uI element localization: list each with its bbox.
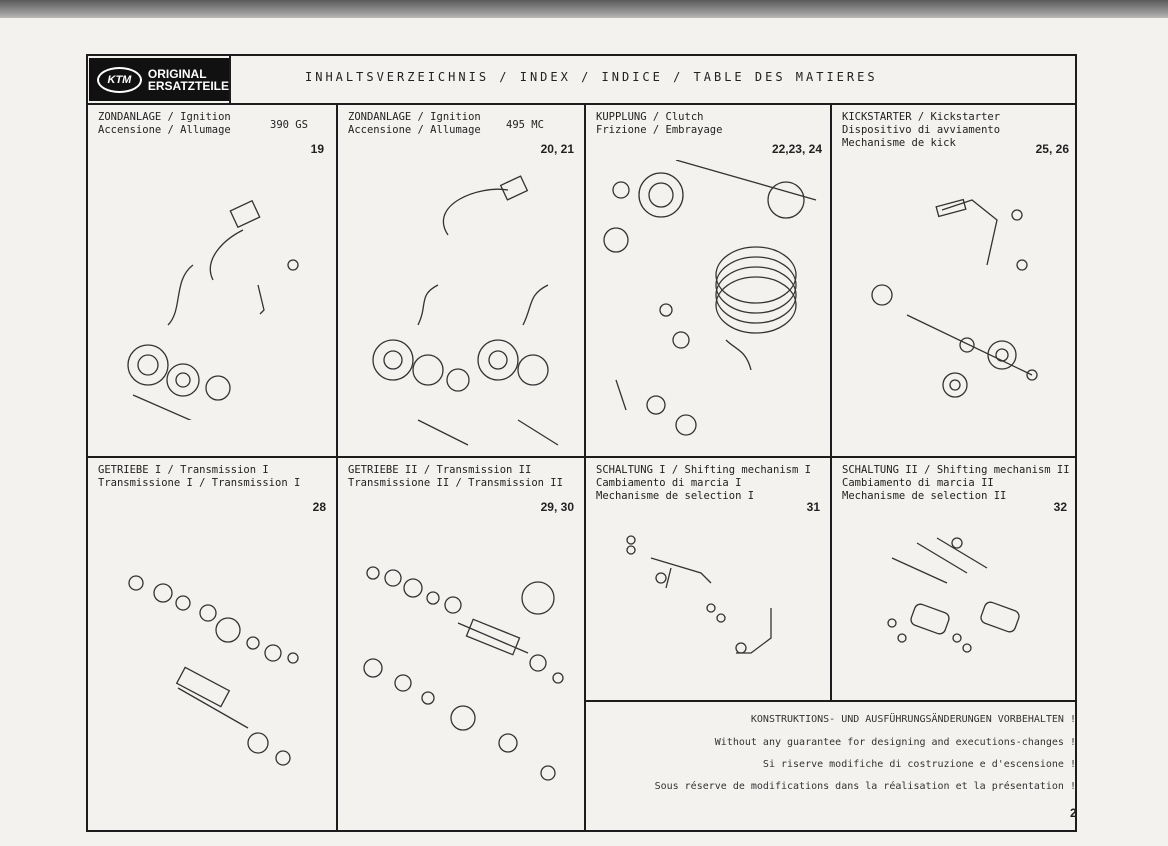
- ktm-logo: KTM ORIGINAL ERSATZTEILE: [89, 58, 229, 101]
- kickstarter-diagram-icon: [871, 198, 1038, 398]
- section-pages: 25, 26: [1035, 142, 1069, 156]
- column-divider-2: [584, 103, 586, 832]
- section-shifting-1[interactable]: SCHALTUNG I / Shifting mechanism I Cambi…: [586, 458, 830, 700]
- column-divider-3: [830, 103, 832, 702]
- page-number: 2: [1070, 806, 1077, 820]
- section-pages: 22,23, 24: [771, 142, 822, 156]
- header-divider: [86, 103, 1077, 105]
- section-kickstarter[interactable]: KICKSTARTER / Kickstarter Dispositivo di…: [832, 105, 1075, 456]
- logo-line-2: ERSATZTEILE: [147, 78, 229, 93]
- shifting-diagram-icon: [887, 537, 1020, 653]
- section-subtitle-2: Mechanisme de selection I: [596, 490, 755, 502]
- section-title: SCHALTUNG II / Shifting mechanism II: [842, 464, 1070, 476]
- section-subtitle-2: Mechanisme de selection II: [842, 490, 1007, 502]
- section-title: ZONDANLAGE / Ignition: [98, 111, 231, 123]
- section-title: GETRIEBE I / Transmission I: [98, 464, 269, 476]
- section-ignition-390[interactable]: ZONDANLAGE / Ignition Accensione / Allum…: [88, 105, 336, 456]
- logo-line-1: ORIGINAL: [147, 66, 207, 81]
- section-transmission-2[interactable]: GETRIEBE II / Transmission II Transmissi…: [338, 458, 584, 830]
- section-shifting-2[interactable]: SCHALTUNG II / Shifting mechanism II Cam…: [832, 458, 1075, 700]
- section-pages: 31: [806, 500, 820, 514]
- section-title: GETRIEBE II / Transmission II: [348, 464, 532, 476]
- ignition-diagram-icon: [372, 175, 559, 446]
- section-subtitle: Cambiamento di marcia I: [596, 477, 742, 489]
- transmission-diagram-icon: [363, 566, 564, 781]
- section-model: 495 MC: [506, 119, 544, 131]
- note-line-english: Without any guarantee for designing and …: [714, 737, 1076, 748]
- ktm-logo-mark: KTM: [97, 66, 142, 93]
- section-title: KICKSTARTER / Kickstarter: [842, 111, 1001, 123]
- section-ignition-495[interactable]: ZONDANLAGE / Ignition Accensione / Allum…: [338, 105, 584, 456]
- section-title: ZONDANLAGE / Ignition: [348, 111, 481, 123]
- section-title: KUPPLUNG / Clutch: [596, 111, 704, 123]
- section-subtitle: Accensione / Allumage: [98, 124, 231, 136]
- section-subtitle: Dispositivo di avviamento: [842, 124, 1001, 136]
- section-pages: 28: [312, 500, 326, 514]
- logo-divider: [229, 56, 231, 104]
- clutch-diagram-icon: [603, 160, 817, 436]
- note-line-german: KONSTRUKTIONS- UND AUSFÜHRUNGSÄNDERUNGEN…: [750, 714, 1076, 725]
- section-pages: 32: [1053, 500, 1067, 514]
- scan-top-shadow: [0, 0, 1168, 22]
- section-subtitle-2: Mechanisme de kick: [842, 137, 956, 149]
- row-divider: [86, 456, 1077, 458]
- section-clutch[interactable]: KUPPLUNG / Clutch Frizione / Embrayage 2…: [586, 105, 830, 456]
- shifting-diagram-icon: [626, 535, 772, 654]
- section-subtitle: Accensione / Allumage: [348, 124, 481, 136]
- section-subtitle: Frizione / Embrayage: [596, 124, 723, 136]
- section-pages: 29, 30: [540, 500, 574, 514]
- index-title: INHALTSVERZEICHNIS / INDEX / INDICE / TA…: [305, 70, 878, 84]
- column-divider-1: [336, 103, 338, 832]
- section-model: 390 GS: [270, 119, 308, 131]
- note-line-italian: Si riserve modifiche di costruzione e d'…: [762, 759, 1076, 770]
- section-title: SCHALTUNG I / Shifting mechanism I: [596, 464, 811, 476]
- section-subtitle: Cambiamento di marcia II: [842, 477, 994, 489]
- section-subtitle: Transmissione I / Transmission I: [98, 477, 301, 489]
- transmission-diagram-icon: [128, 575, 299, 766]
- note-line-french: Sous réserve de modifications dans la ré…: [654, 781, 1076, 792]
- index-frame: [86, 54, 1077, 832]
- section-pages: 20, 21: [540, 142, 574, 156]
- section-pages: 19: [310, 142, 324, 156]
- section-transmission-1[interactable]: GETRIEBE I / Transmission I Transmission…: [88, 458, 336, 830]
- section-subtitle: Transmissione II / Transmission II: [348, 477, 563, 489]
- ignition-diagram-icon: [127, 199, 299, 420]
